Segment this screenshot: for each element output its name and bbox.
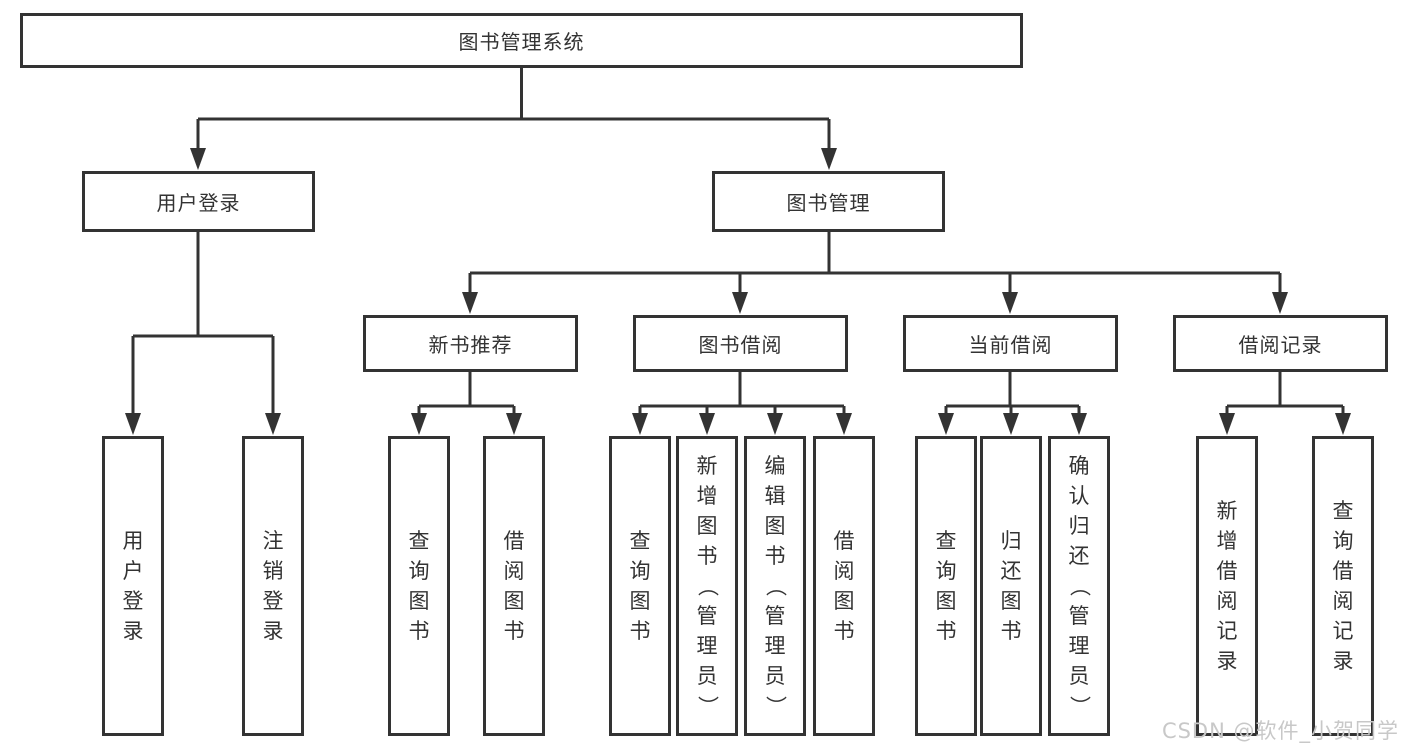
leaf-borrow-books: 借阅图书 bbox=[813, 436, 875, 736]
leaf-query-books-borrow: 查询图书 bbox=[609, 436, 671, 736]
arrow-down-icon bbox=[836, 413, 852, 435]
node-borrow-records: 借阅记录 bbox=[1173, 315, 1388, 372]
node-current-borrow: 当前借阅 bbox=[903, 315, 1118, 372]
arrow-down-icon bbox=[265, 413, 281, 435]
node-root-label: 图书管理系统 bbox=[458, 30, 585, 54]
node-new-book-recommend-label: 新书推荐 bbox=[428, 333, 513, 357]
node-borrow-records-label: 借阅记录 bbox=[1238, 333, 1323, 357]
arrow-down-icon bbox=[1219, 413, 1235, 435]
arrow-down-icon bbox=[1335, 413, 1351, 435]
arrow-down-icon bbox=[821, 148, 837, 170]
leaf-logout-login-label: 注销登录 bbox=[262, 529, 284, 643]
arrow-down-icon bbox=[938, 413, 954, 435]
connector-new-book-to-leaves bbox=[417, 372, 516, 416]
node-new-book-recommend: 新书推荐 bbox=[363, 315, 578, 372]
leaf-edit-books-admin-label: 编辑图书（管理员） bbox=[763, 454, 787, 717]
leaf-query-books-recommend: 查询图书 bbox=[388, 436, 450, 736]
leaf-logout-login: 注销登录 bbox=[242, 436, 304, 736]
arrow-down-icon bbox=[125, 413, 141, 435]
arrow-down-icon bbox=[767, 413, 783, 435]
arrow-down-icon bbox=[699, 413, 715, 435]
leaf-query-borrow-record-label: 查询借阅记录 bbox=[1332, 499, 1354, 673]
leaf-borrow-books-recommend-label: 借阅图书 bbox=[503, 529, 525, 643]
leaf-confirm-return-admin-label: 确认归还（管理员） bbox=[1067, 454, 1091, 717]
leaf-add-borrow-record: 新增借阅记录 bbox=[1196, 436, 1258, 736]
node-root: 图书管理系统 bbox=[20, 13, 1023, 68]
leaf-query-books-current-label: 查询图书 bbox=[935, 529, 957, 643]
leaf-query-borrow-record: 查询借阅记录 bbox=[1312, 436, 1374, 736]
node-user-login: 用户登录 bbox=[82, 171, 315, 232]
connector-book-borrow-to-leaves bbox=[638, 372, 846, 416]
arrow-down-icon bbox=[1071, 413, 1087, 435]
arrow-down-icon bbox=[411, 413, 427, 435]
connector-current-borrow-to-leaves bbox=[944, 372, 1081, 416]
leaf-query-books-current: 查询图书 bbox=[915, 436, 977, 736]
node-book-borrow-label: 图书借阅 bbox=[698, 333, 783, 357]
connector-user-login-to-leaves bbox=[131, 232, 275, 416]
leaf-user-login: 用户登录 bbox=[102, 436, 164, 736]
node-user-login-label: 用户登录 bbox=[156, 191, 241, 215]
leaf-add-books-admin: 新增图书（管理员） bbox=[676, 436, 738, 736]
leaf-query-books-recommend-label: 查询图书 bbox=[408, 529, 430, 643]
arrow-down-icon bbox=[732, 292, 748, 314]
arrow-down-icon bbox=[1003, 413, 1019, 435]
arrow-down-icon bbox=[632, 413, 648, 435]
arrow-down-icon bbox=[1002, 292, 1018, 314]
leaf-edit-books-admin: 编辑图书（管理员） bbox=[744, 436, 806, 736]
arrow-down-icon bbox=[190, 148, 206, 170]
leaf-add-borrow-record-label: 新增借阅记录 bbox=[1216, 499, 1238, 673]
node-book-borrow: 图书借阅 bbox=[633, 315, 848, 372]
leaf-return-books-label: 归还图书 bbox=[1000, 529, 1022, 643]
watermark: CSDN @软件_小贺同学 bbox=[1161, 719, 1399, 743]
arrow-down-icon bbox=[1272, 292, 1288, 314]
node-current-borrow-label: 当前借阅 bbox=[968, 333, 1053, 357]
leaf-return-books: 归还图书 bbox=[980, 436, 1042, 736]
leaf-query-books-borrow-label: 查询图书 bbox=[629, 529, 651, 643]
arrow-down-icon bbox=[506, 413, 522, 435]
connector-borrow-record-to-leaves bbox=[1225, 372, 1345, 416]
connector-book-mgmt-to-level3 bbox=[468, 232, 1282, 294]
node-book-management-label: 图书管理 bbox=[786, 191, 871, 215]
node-book-management: 图书管理 bbox=[712, 171, 945, 232]
leaf-borrow-books-recommend: 借阅图书 bbox=[483, 436, 545, 736]
leaf-add-books-admin-label: 新增图书（管理员） bbox=[695, 454, 719, 717]
leaf-user-login-label: 用户登录 bbox=[122, 529, 144, 643]
leaf-confirm-return-admin: 确认归还（管理员） bbox=[1048, 436, 1110, 736]
arrow-down-icon bbox=[462, 292, 478, 314]
connector-root-to-level2 bbox=[196, 68, 831, 150]
leaf-borrow-books-label: 借阅图书 bbox=[833, 529, 855, 643]
